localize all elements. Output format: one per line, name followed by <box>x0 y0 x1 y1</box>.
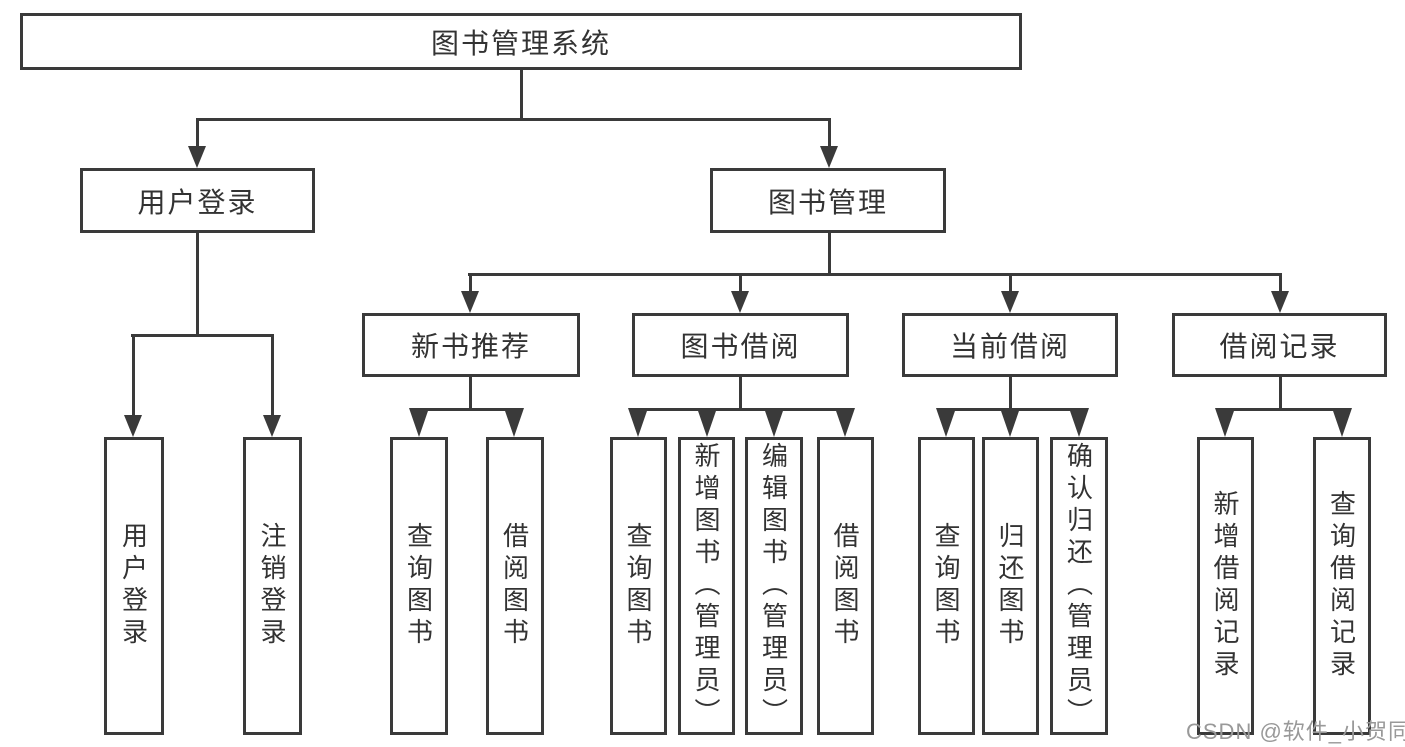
arrow-down-icon <box>731 291 749 313</box>
connector-line <box>636 408 847 411</box>
connector-line <box>468 273 1282 276</box>
connector-line <box>196 232 199 337</box>
leaf-borrowing-borrow-books: 借阅图书 <box>817 437 874 735</box>
connector-line <box>196 118 831 121</box>
leaf-recommend-query-books: 查询图书 <box>390 437 448 735</box>
connector-line <box>739 376 742 411</box>
connector-line <box>469 273 472 295</box>
connector-line <box>1009 273 1012 295</box>
connector-line <box>132 334 135 417</box>
leaf-user-login: 用户登录 <box>104 437 164 735</box>
arrow-down-icon <box>188 146 206 168</box>
arrow-down-icon <box>764 408 784 437</box>
arrow-down-icon <box>263 415 281 437</box>
connector-line <box>469 376 472 411</box>
connector-line <box>828 232 831 276</box>
connector-line <box>828 118 831 148</box>
leaf-current-confirm-return-admin: 确认归还（管理员） <box>1050 437 1108 735</box>
arrow-down-icon <box>1332 408 1352 437</box>
node-book-management: 图书管理 <box>710 168 946 233</box>
arrow-down-icon <box>461 291 479 313</box>
leaf-logout: 注销登录 <box>243 437 302 735</box>
csdn-watermark: CSDN @软件_小贺同学 <box>1186 719 1405 744</box>
leaf-current-query-books: 查询图书 <box>918 437 975 735</box>
node-new-book-recommend: 新书推荐 <box>362 313 580 377</box>
leaf-borrowing-add-books-admin: 新增图书（管理员） <box>678 437 735 735</box>
node-current-borrowing: 当前借阅 <box>902 313 1118 377</box>
arrow-down-icon <box>124 415 142 437</box>
node-library-system: 图书管理系统 <box>20 13 1022 70</box>
arrow-down-icon <box>1000 408 1020 437</box>
node-user-login: 用户登录 <box>80 168 315 233</box>
arrow-down-icon <box>628 408 648 437</box>
node-borrow-records: 借阅记录 <box>1172 313 1387 377</box>
arrow-down-icon <box>1069 408 1089 437</box>
leaf-borrowing-query-books: 查询图书 <box>610 437 667 735</box>
leaf-recommend-borrow-books: 借阅图书 <box>486 437 544 735</box>
leaf-records-add-record: 新增借阅记录 <box>1197 437 1254 735</box>
leaf-current-return-books: 归还图书 <box>982 437 1039 735</box>
arrow-down-icon <box>1271 291 1289 313</box>
connector-line <box>1009 376 1012 411</box>
arrow-down-icon <box>409 408 429 437</box>
connector-line <box>196 118 199 148</box>
connector-line <box>520 69 523 118</box>
arrow-down-icon <box>1001 291 1019 313</box>
connector-line <box>271 334 274 417</box>
arrow-down-icon <box>504 408 524 437</box>
arrow-down-icon <box>835 408 855 437</box>
connector-line <box>131 334 274 337</box>
leaf-borrowing-edit-books-admin: 编辑图书（管理员） <box>745 437 803 735</box>
leaf-records-query-record: 查询借阅记录 <box>1313 437 1371 735</box>
arrow-down-icon <box>820 146 838 168</box>
connector-line <box>1279 273 1282 295</box>
arrow-down-icon <box>936 408 956 437</box>
arrow-down-icon <box>1215 408 1235 437</box>
connector-line <box>417 408 516 411</box>
connector-line <box>1223 408 1345 411</box>
arrow-down-icon <box>697 408 717 437</box>
connector-line <box>739 273 742 295</box>
node-book-borrowing: 图书借阅 <box>632 313 849 377</box>
connector-line <box>1279 376 1282 411</box>
